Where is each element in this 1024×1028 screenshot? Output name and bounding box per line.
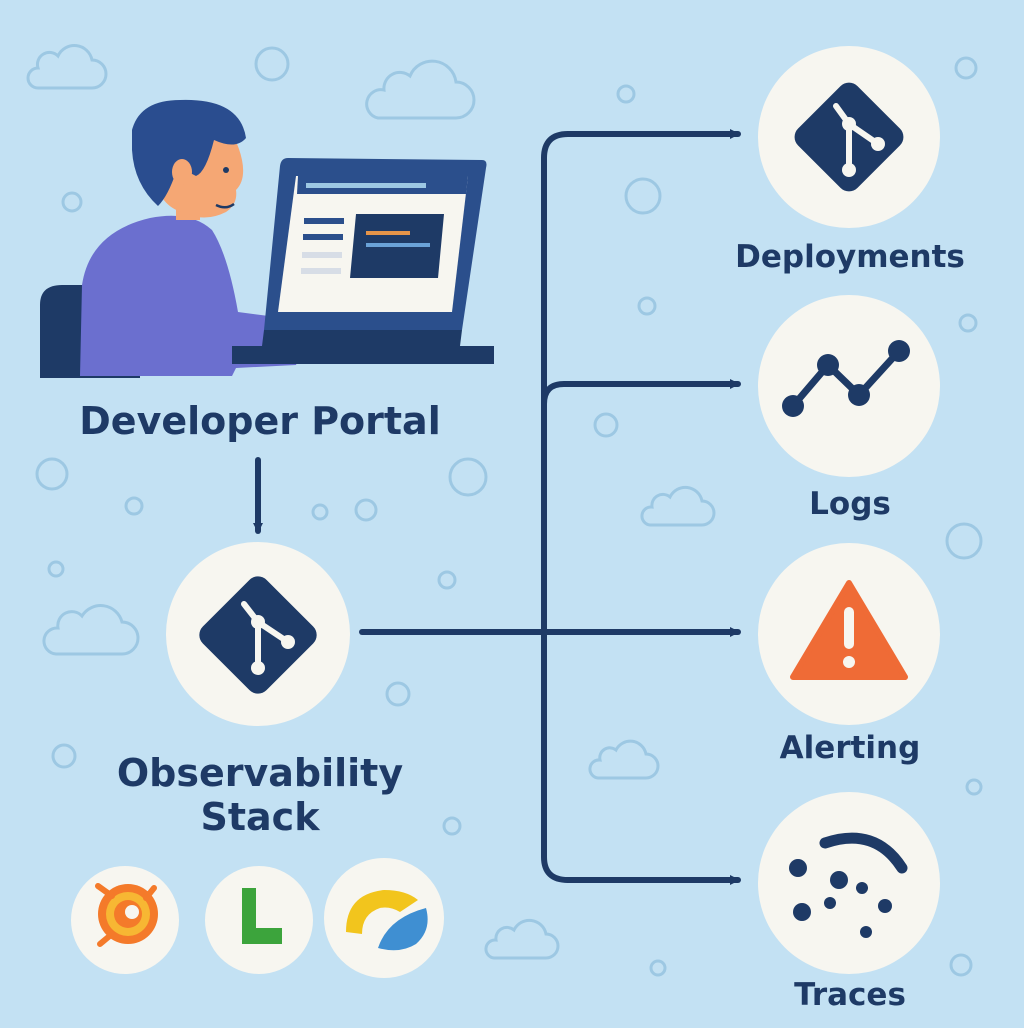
connector-lines xyxy=(253,129,741,885)
bubble xyxy=(442,816,462,836)
deployments-label: Deployments xyxy=(735,239,965,275)
logs-label: Logs xyxy=(809,486,891,522)
cloud-icon xyxy=(588,739,660,780)
bubble xyxy=(958,313,978,333)
tool-logo-elastic xyxy=(324,858,444,978)
cloud-icon xyxy=(365,59,476,120)
warning-triangle-icon xyxy=(790,580,908,680)
bubble xyxy=(448,457,488,497)
bubble xyxy=(954,56,978,80)
mouth xyxy=(215,202,235,209)
developer-portal-label: Developer Portal xyxy=(79,399,441,443)
traces-node xyxy=(758,792,940,974)
bubble xyxy=(637,296,657,316)
shirt xyxy=(80,215,303,376)
tool-logo-loki xyxy=(205,866,313,974)
traces-gauge-icon xyxy=(789,832,908,938)
background-decoration xyxy=(26,44,983,977)
bubble xyxy=(945,522,983,560)
observability-stack-node xyxy=(166,542,350,726)
developer-illustration xyxy=(40,99,494,378)
stack-label-line1: Observability xyxy=(116,751,404,795)
bubble xyxy=(254,46,290,82)
deployments-node xyxy=(758,46,940,228)
git-diamond-icon xyxy=(794,82,904,192)
bubble xyxy=(624,177,662,215)
grafana-logo-icon xyxy=(95,883,158,947)
stack-label-line2: Stack xyxy=(200,794,320,839)
cloud-icon xyxy=(484,918,560,960)
cloud-icon xyxy=(42,604,140,656)
bubble xyxy=(649,959,667,977)
bubble xyxy=(61,191,83,213)
bubble xyxy=(47,560,65,578)
arrow-to-logs xyxy=(541,379,741,407)
alerting-node xyxy=(758,543,940,725)
bubble xyxy=(354,498,378,522)
desk xyxy=(232,346,494,364)
tool-logo-grafana xyxy=(71,866,179,974)
loki-logo-icon xyxy=(242,888,282,944)
hair xyxy=(132,99,246,206)
bubble xyxy=(965,778,983,796)
bubble xyxy=(35,457,69,491)
bubble xyxy=(51,743,77,769)
logs-node xyxy=(758,295,940,477)
eye xyxy=(223,167,229,173)
branch-trunk xyxy=(541,131,571,883)
alerting-label: Alerting xyxy=(779,730,921,766)
cloud-icon xyxy=(26,44,108,90)
line-chart-icon xyxy=(782,340,910,417)
bubble xyxy=(311,503,329,521)
observability-stack-label: Observability Stack xyxy=(60,751,460,839)
bubble xyxy=(437,570,457,590)
bubble xyxy=(616,84,636,104)
bubble xyxy=(385,681,411,707)
git-diamond-icon xyxy=(199,576,317,694)
cloud-icon xyxy=(640,485,716,527)
bubble xyxy=(949,953,973,977)
laptop-base xyxy=(262,330,462,346)
ear xyxy=(172,159,192,185)
bubble xyxy=(593,412,619,438)
bubble xyxy=(124,496,144,516)
traces-label: Traces xyxy=(794,977,906,1013)
elastic-logo-icon xyxy=(346,890,428,951)
